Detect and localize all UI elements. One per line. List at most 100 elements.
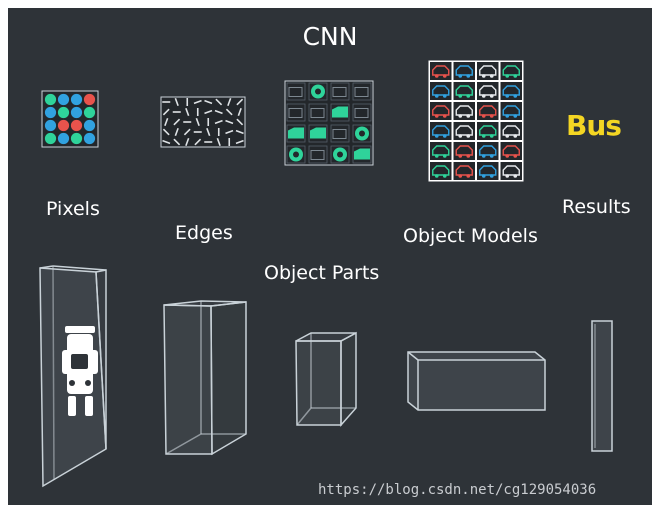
vehicle-icon [502, 85, 520, 96]
stage-label-edges: Edges [175, 222, 233, 244]
edge-stroke [204, 99, 213, 105]
pixel-dot [57, 106, 70, 119]
parts-cell [286, 124, 306, 143]
vehicle-icon [432, 65, 450, 76]
vehicle-wheel [458, 114, 463, 118]
vehicle-wheel [489, 94, 494, 98]
vehicle-wheel [505, 154, 510, 158]
layer-slab-4 [407, 351, 546, 411]
vehicle-wheel [481, 74, 486, 78]
stage-label-object-models: Object Models [403, 225, 538, 247]
wheel-hub [337, 151, 343, 158]
vehicle-icon [455, 65, 473, 76]
edge-stroke [194, 138, 202, 146]
vehicle-wheel [505, 134, 510, 138]
vehicle-icon [479, 105, 497, 116]
edge-stroke [162, 128, 170, 136]
vehicle-wheel [434, 154, 439, 158]
edge-stroke [162, 139, 171, 145]
vehicle-wheel [442, 174, 447, 178]
edge-stroke [183, 128, 191, 136]
cnn-diagram-panel: CNN [8, 8, 652, 505]
car-part-icon [332, 106, 348, 118]
vehicle-icon [479, 85, 497, 96]
vehicle-wheel [442, 154, 447, 158]
pixel-dot [83, 93, 96, 106]
outline-part-icon [332, 129, 347, 139]
edge-stroke [173, 118, 181, 126]
pixel-dot [57, 132, 70, 145]
vehicle-wheel [489, 74, 494, 78]
edge-stroke [185, 107, 190, 117]
vehicle-wheel [505, 174, 510, 178]
outline-part-icon [354, 108, 369, 118]
parts-cell [330, 124, 350, 143]
edge-stroke [236, 118, 244, 126]
outline-part-icon [310, 150, 325, 160]
edge-stroke [237, 107, 242, 117]
vehicle-wheel [505, 94, 510, 98]
object-parts-grid [284, 80, 374, 166]
parts-cell [308, 82, 328, 101]
result-bus-label: Bus [566, 109, 622, 142]
edge-stroke [225, 119, 234, 125]
vehicle-icon [479, 65, 497, 76]
vehicle-wheel [442, 94, 447, 98]
models-grid-frame [428, 60, 524, 182]
edge-stroke [204, 109, 213, 115]
vehicle-wheel [513, 114, 518, 118]
vehicle-icon [479, 145, 497, 156]
object-models-grid [428, 60, 524, 182]
vehicle-wheel [434, 74, 439, 78]
vehicle-wheel [513, 154, 518, 158]
car-part-icon [310, 127, 326, 139]
edge-stroke [215, 98, 223, 106]
wheel-hub [315, 88, 321, 95]
vehicle-wheel [442, 134, 447, 138]
edge-stroke [174, 127, 179, 137]
watermark-url: https://blog.csdn.net/cg129054036 [318, 482, 597, 498]
vehicle-wheel [481, 154, 486, 158]
bus-front-icon [62, 326, 98, 416]
vehicle-wheel [466, 174, 471, 178]
vehicle-wheel [489, 174, 494, 178]
vehicle-wheel [481, 174, 486, 178]
vehicle-icon [455, 145, 473, 156]
parts-cell [308, 124, 328, 143]
outline-part-icon [332, 87, 347, 97]
layer-slab-2 [163, 300, 247, 456]
wheel-hub [293, 151, 299, 158]
edge-stroke [225, 129, 234, 135]
vehicle-wheel [505, 114, 510, 118]
layer-slab-5 [591, 320, 613, 452]
pixel-dot [44, 132, 57, 145]
vehicle-wheel [434, 134, 439, 138]
pixel-dot [83, 106, 96, 119]
cnn-illustration [39, 60, 613, 488]
wheel-hub [359, 130, 365, 137]
vehicle-icon [432, 105, 450, 116]
pixel-dot [70, 132, 83, 145]
edge-stroke [214, 109, 223, 115]
vehicle-wheel [466, 114, 471, 118]
stage-label-pixels: Pixels [46, 198, 100, 220]
vehicle-wheel [442, 74, 447, 78]
vehicle-wheel [513, 134, 518, 138]
parts-cell [286, 103, 306, 122]
parts-cell [352, 145, 372, 164]
vehicle-icon [432, 165, 450, 176]
vehicle-icon [432, 145, 450, 156]
edge-stroke [195, 117, 200, 127]
vehicle-icon [502, 125, 520, 136]
vehicle-icon [455, 125, 473, 136]
pixel-dot [44, 106, 57, 119]
vehicle-wheel [458, 74, 463, 78]
edge-stroke [173, 138, 181, 146]
outline-part-icon [288, 108, 303, 118]
vehicle-wheel [489, 154, 494, 158]
edge-features-grid [160, 96, 246, 148]
vehicle-wheel [513, 94, 518, 98]
vehicle-wheel [434, 174, 439, 178]
parts-cell [330, 82, 350, 101]
edge-stroke [235, 129, 244, 135]
